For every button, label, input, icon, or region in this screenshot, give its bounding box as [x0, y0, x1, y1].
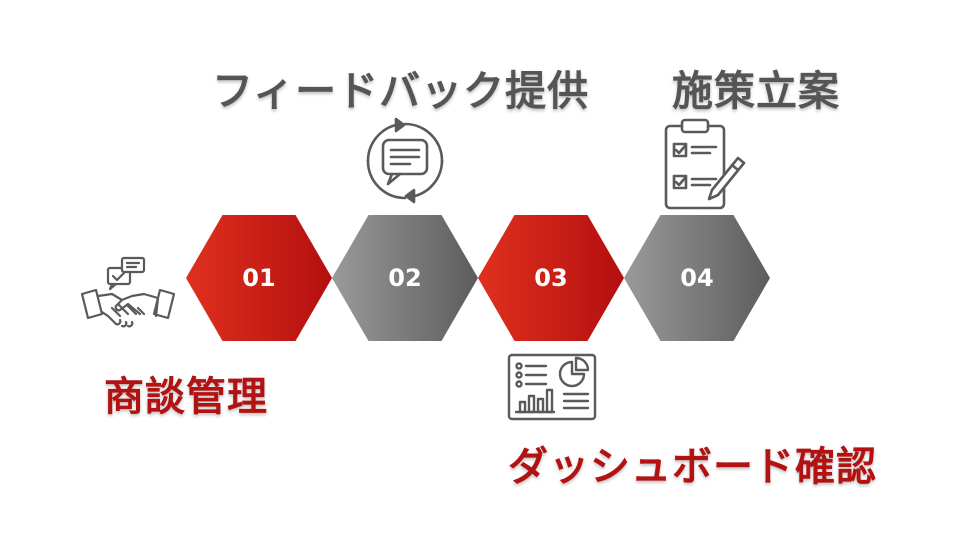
- clipboard-checklist-icon: [664, 118, 746, 210]
- step-04-number: 04: [680, 264, 714, 292]
- step-03-number: 03: [534, 264, 568, 292]
- step-01-number: 01: [242, 264, 276, 292]
- handshake-icon: [80, 256, 176, 328]
- step-03-hexagon: 03: [478, 215, 624, 341]
- step-04-label: 施策立案: [672, 67, 840, 115]
- step-03-label: ダッシュボード確認: [508, 444, 877, 490]
- step-01-label: 商談管理: [104, 374, 268, 420]
- step-02-label: フィードバック提供: [212, 67, 590, 115]
- dashboard-icon: [507, 353, 597, 421]
- step-01-hexagon: 01: [186, 215, 332, 341]
- step-02-hexagon: 02: [332, 215, 478, 341]
- step-04-hexagon: 04: [624, 215, 770, 341]
- feedback-chat-icon: [366, 117, 444, 204]
- step-02-number: 02: [388, 264, 422, 292]
